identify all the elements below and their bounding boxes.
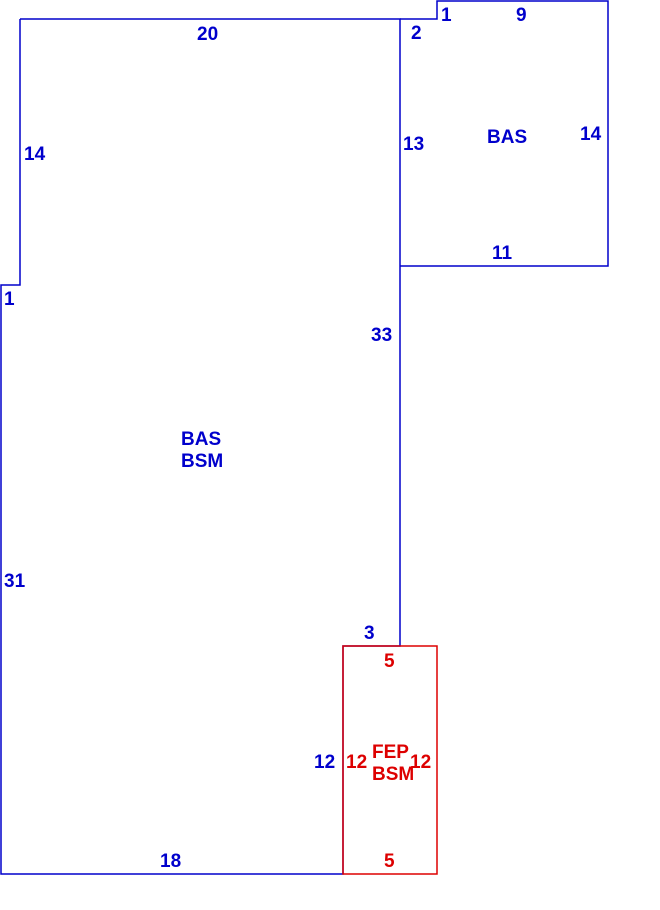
dim-bas-right: 14 bbox=[580, 124, 602, 145]
dim-main-right-top: 13 bbox=[403, 134, 424, 155]
dim-step-top: 2 bbox=[411, 23, 422, 44]
dim-main-top: 20 bbox=[197, 24, 218, 45]
dim-main-right-upper: 33 bbox=[371, 325, 392, 346]
dim-main-left-step: 1 bbox=[4, 289, 15, 310]
main-area-code-line1: BAS bbox=[181, 429, 221, 450]
dim-main-right-lower: 12 bbox=[314, 752, 335, 773]
main-area-code-line2: BSM bbox=[181, 451, 223, 472]
fep-area-outline bbox=[342, 645, 438, 875]
dim-fep-left: 12 bbox=[346, 752, 367, 773]
dim-fep-bottom: 5 bbox=[384, 851, 395, 872]
dim-main-notch: 3 bbox=[364, 623, 375, 644]
bas-area-code: BAS bbox=[487, 127, 527, 148]
dim-bas-top: 9 bbox=[516, 5, 527, 26]
dim-main-left-lower: 31 bbox=[4, 571, 26, 592]
dim-main-bottom: 18 bbox=[160, 851, 181, 872]
dim-step-side: 1 bbox=[441, 5, 452, 26]
dim-bas-bottom: 11 bbox=[492, 243, 513, 264]
fep-area-code-line1: FEP bbox=[372, 742, 409, 763]
dim-fep-right: 12 bbox=[410, 752, 431, 773]
dim-fep-top: 5 bbox=[384, 651, 395, 672]
dim-main-left-upper: 14 bbox=[24, 144, 46, 165]
bas-area-outline bbox=[400, 0, 609, 267]
fep-area-code-line2: BSM bbox=[372, 764, 414, 785]
